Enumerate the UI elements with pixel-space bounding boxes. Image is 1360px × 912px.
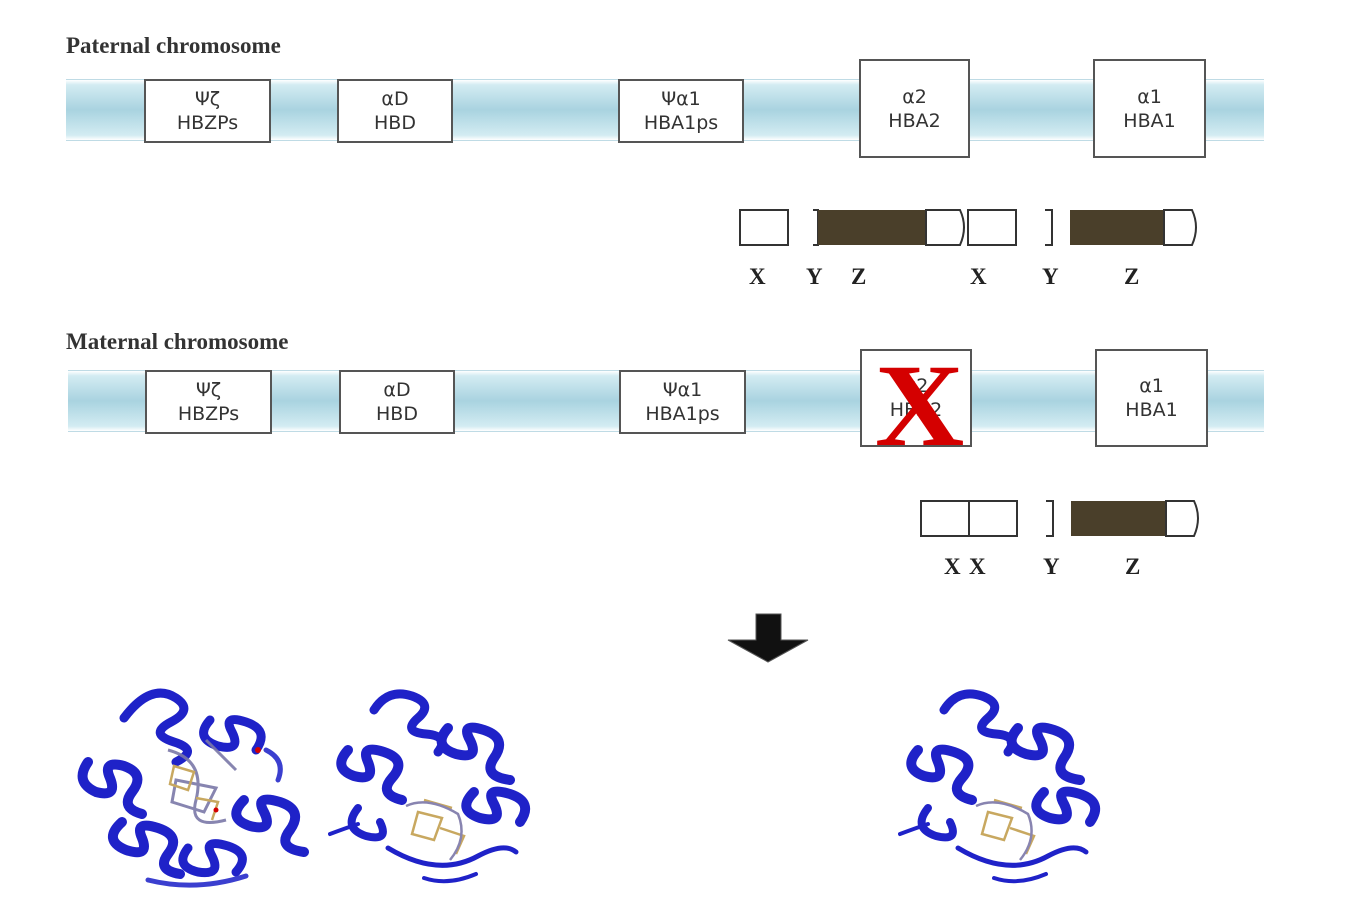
- maternal-exon-dark: [1071, 501, 1166, 536]
- gene-symbol: Ψζ: [194, 88, 221, 110]
- gene-symbol: α1: [1139, 375, 1164, 397]
- paternal-exon-label-y1: Y: [806, 264, 823, 289]
- gene-symbol: Ψα1: [662, 379, 703, 401]
- down-arrow-icon: [727, 613, 809, 663]
- gene-symbol: α2: [903, 375, 929, 397]
- gene-symbol: Ψα1: [661, 88, 701, 110]
- maternal-gene-hbzps: Ψζ HBZPs: [145, 370, 272, 434]
- paternal-exon-dark-2: [1070, 210, 1164, 245]
- gene-name: HBD: [374, 112, 416, 134]
- gene-name: HBZPs: [177, 403, 240, 425]
- protein-structure-icon-middle: [328, 689, 531, 884]
- gene-symbol: Ψζ: [195, 379, 222, 401]
- paternal-exon-label-z2: Z: [1124, 264, 1140, 289]
- gene-name: HBA2: [889, 399, 943, 421]
- gene-symbol: α1: [1137, 85, 1162, 108]
- paternal-exon-box-1: [739, 209, 789, 246]
- paternal-exon-label-z1: Z: [851, 264, 867, 289]
- paternal-exon-box-2: [967, 209, 1017, 246]
- paternal-chromosome-title: Paternal chromosome: [66, 33, 281, 58]
- gene-symbol: α2: [902, 85, 927, 108]
- paternal-gene-hba2: α2 HBA2: [859, 59, 970, 158]
- paternal-exon-bracket-2: [1045, 209, 1053, 246]
- maternal-exon-label-x1: X: [944, 554, 961, 579]
- paternal-gene-hba1: α1 HBA1: [1093, 59, 1206, 158]
- maternal-chromosome-title: Maternal chromosome: [66, 329, 289, 354]
- maternal-exon-label-x2: X: [969, 554, 986, 579]
- paternal-exon-tail-2: [1163, 209, 1197, 246]
- maternal-gene-hbd: αD HBD: [339, 370, 455, 434]
- gene-name: HBA1ps: [643, 112, 719, 134]
- gene-name: HBD: [376, 403, 418, 425]
- gene-name: HBZPs: [176, 112, 239, 134]
- gene-name: HBA1: [1123, 109, 1176, 132]
- gene-symbol: αD: [383, 379, 411, 401]
- gene-name: HBA1: [1125, 399, 1178, 421]
- maternal-exon-box-1: [920, 500, 970, 537]
- paternal-gene-hbd: αD HBD: [337, 79, 453, 143]
- paternal-exon-bracket-1: [813, 209, 819, 246]
- protein-structure-icon-right: [898, 689, 1101, 884]
- maternal-gene-hba1: α1 HBA1: [1095, 349, 1208, 447]
- paternal-exon-label-x2: X: [970, 264, 987, 289]
- maternal-gene-hba2-deleted: α2 HBA2: [860, 349, 972, 447]
- paternal-gene-hba1ps: Ψα1 HBA1ps: [618, 79, 744, 143]
- paternal-exon-tail-1: [925, 209, 965, 246]
- deletion-x-mark: X: [874, 340, 965, 471]
- maternal-exon-label-y: Y: [1043, 554, 1060, 579]
- maternal-exon-tail: [1165, 500, 1199, 537]
- gene-name: HBA2: [888, 109, 941, 132]
- paternal-gene-hbzps: Ψζ HBZPs: [144, 79, 271, 143]
- protein-structure-icon-left: [77, 688, 309, 888]
- maternal-gene-hba1ps: Ψα1 HBA1ps: [619, 370, 746, 434]
- gene-symbol: αD: [381, 88, 409, 110]
- maternal-exon-bracket: [1046, 500, 1054, 537]
- maternal-exon-box-2: [968, 500, 1018, 537]
- maternal-exon-label-z: Z: [1125, 554, 1141, 579]
- paternal-exon-dark-1: [818, 210, 926, 245]
- paternal-exon-label-y2: Y: [1042, 264, 1059, 289]
- gene-name: HBA1ps: [645, 403, 720, 425]
- paternal-exon-label-x1: X: [749, 264, 766, 289]
